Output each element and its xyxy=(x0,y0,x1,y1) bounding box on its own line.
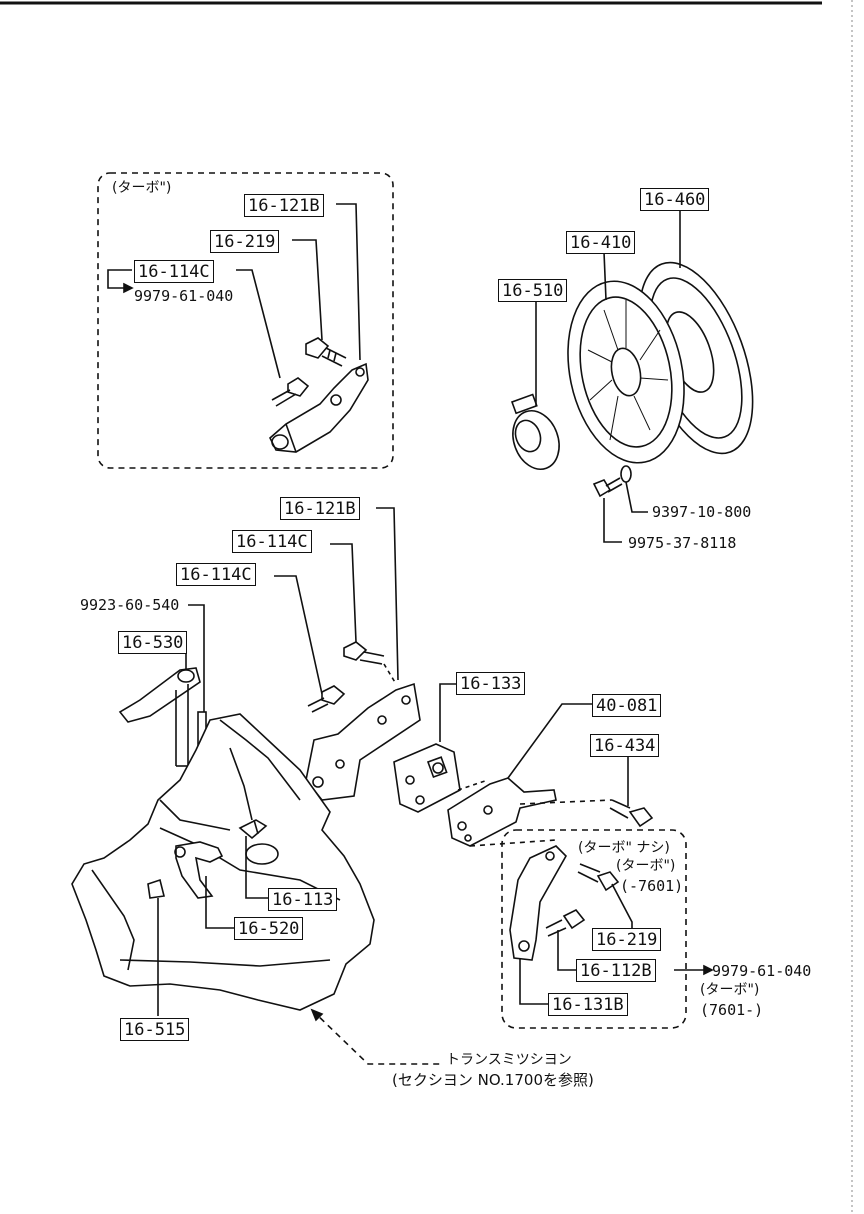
mount-16-133 xyxy=(393,743,461,813)
bolt-16-219-top xyxy=(305,337,347,367)
part-label-40-081[interactable]: 40-081 xyxy=(592,694,662,717)
part-label-16-121B-top[interactable]: 16-121B xyxy=(244,194,324,217)
leader-16-121B-main xyxy=(376,507,399,681)
part-label-16-113[interactable]: 16-113 xyxy=(268,888,338,911)
leader-9979-top xyxy=(107,269,132,289)
arrow-transmission xyxy=(310,1008,324,1022)
clip-16-515 xyxy=(147,878,165,899)
shift-fork xyxy=(174,841,224,899)
bolt-label-9975[interactable]: 9975-37-8118 xyxy=(628,534,737,552)
leader-16-131B xyxy=(519,958,548,1005)
part-label-16-114C-top[interactable]: 16-114C xyxy=(134,260,214,283)
leader-16-410 xyxy=(603,251,607,301)
leader-40-081 xyxy=(507,703,592,779)
part-label-16-434[interactable]: 16-434 xyxy=(590,734,660,757)
dashed-inset-link xyxy=(469,839,557,847)
leader-transmission xyxy=(311,1009,440,1065)
bolt-16-114C-main-b xyxy=(307,685,346,713)
note-7601-next: (7601-) xyxy=(700,1001,764,1019)
note-turbo-lower: (ターボ") xyxy=(616,858,676,874)
leader-16-520 xyxy=(205,876,234,929)
leader-9975 xyxy=(603,498,622,543)
part-label-16-114C-main-b[interactable]: 16-114C xyxy=(176,563,256,586)
leader-16-114C-main-a xyxy=(330,543,357,643)
bolt-16-434 xyxy=(609,799,654,828)
bolt-16-113 xyxy=(238,819,268,840)
leader-16-114C-main-b xyxy=(274,575,323,695)
part-label-16-460[interactable]: 16-460 xyxy=(640,188,710,211)
note-turbo-lower-2: (ターボ") xyxy=(700,982,760,998)
inset-turbo-header: (ターボ") xyxy=(112,180,172,196)
transmission-label: トランスミツシヨン xyxy=(446,1052,572,1068)
bracket-top xyxy=(269,362,369,453)
bolt-label-9979-lower[interactable]: 9979-61-040 xyxy=(712,962,812,980)
bolt-label-9979-top[interactable]: 9979-61-040 xyxy=(134,287,234,305)
part-label-16-112B[interactable]: 16-112B xyxy=(576,959,656,982)
bolt-16-219-lower xyxy=(577,863,620,892)
leader-16-219-top xyxy=(292,239,323,341)
part-label-16-219-lower[interactable]: 16-219 xyxy=(592,928,662,951)
pin-label-9923[interactable]: 9923-60-540 xyxy=(80,596,180,614)
bolt-16-112B xyxy=(545,908,586,937)
note-7601-prev: (-7601) xyxy=(620,877,684,895)
bolt-label-9397[interactable]: 9397-10-800 xyxy=(652,503,752,521)
inset-lower-frame xyxy=(501,829,687,1029)
bracket-40-081 xyxy=(447,777,557,847)
bolt-16-114C-main-a xyxy=(343,641,385,665)
transmission-ref[interactable]: (セクシヨン NO.1700を参照) xyxy=(392,1071,594,1089)
dashed-align-main xyxy=(383,663,397,685)
bolt-16-114C-top xyxy=(271,377,310,407)
leader-9397 xyxy=(625,481,648,513)
inset-turbo-frame xyxy=(97,172,394,469)
bolt-9397-washer xyxy=(592,465,632,498)
part-label-16-510[interactable]: 16-510 xyxy=(498,279,568,302)
leader-16-113 xyxy=(245,836,268,899)
leader-16-133 xyxy=(439,683,456,742)
part-label-16-515[interactable]: 16-515 xyxy=(120,1018,190,1041)
leader-16-121B-top xyxy=(336,203,361,361)
arrow-9979-lower xyxy=(703,964,714,976)
arrow-9979-top xyxy=(123,282,134,294)
part-label-16-219-top[interactable]: 16-219 xyxy=(210,230,280,253)
part-label-16-410[interactable]: 16-410 xyxy=(566,231,636,254)
dashed-link-mount xyxy=(457,779,489,791)
release-fork xyxy=(118,667,207,767)
part-label-16-520[interactable]: 16-520 xyxy=(234,917,304,940)
part-label-16-133[interactable]: 16-133 xyxy=(456,672,526,695)
leader-16-219-lower xyxy=(611,883,633,928)
part-label-16-114C-main-a[interactable]: 16-114C xyxy=(232,530,312,553)
release-bearing xyxy=(510,393,560,470)
part-label-16-530[interactable]: 16-530 xyxy=(118,631,188,654)
bracket-16-131B xyxy=(509,845,567,961)
leader-16-114C-top xyxy=(236,269,281,379)
pressure-plate xyxy=(567,280,685,464)
part-label-16-121B-main[interactable]: 16-121B xyxy=(280,497,360,520)
leader-9923 xyxy=(188,604,205,712)
part-label-16-131B[interactable]: 16-131B xyxy=(548,993,628,1016)
note-turbo-nashi: (ターボ" ナシ) xyxy=(578,840,670,856)
leader-16-112B xyxy=(557,930,576,971)
